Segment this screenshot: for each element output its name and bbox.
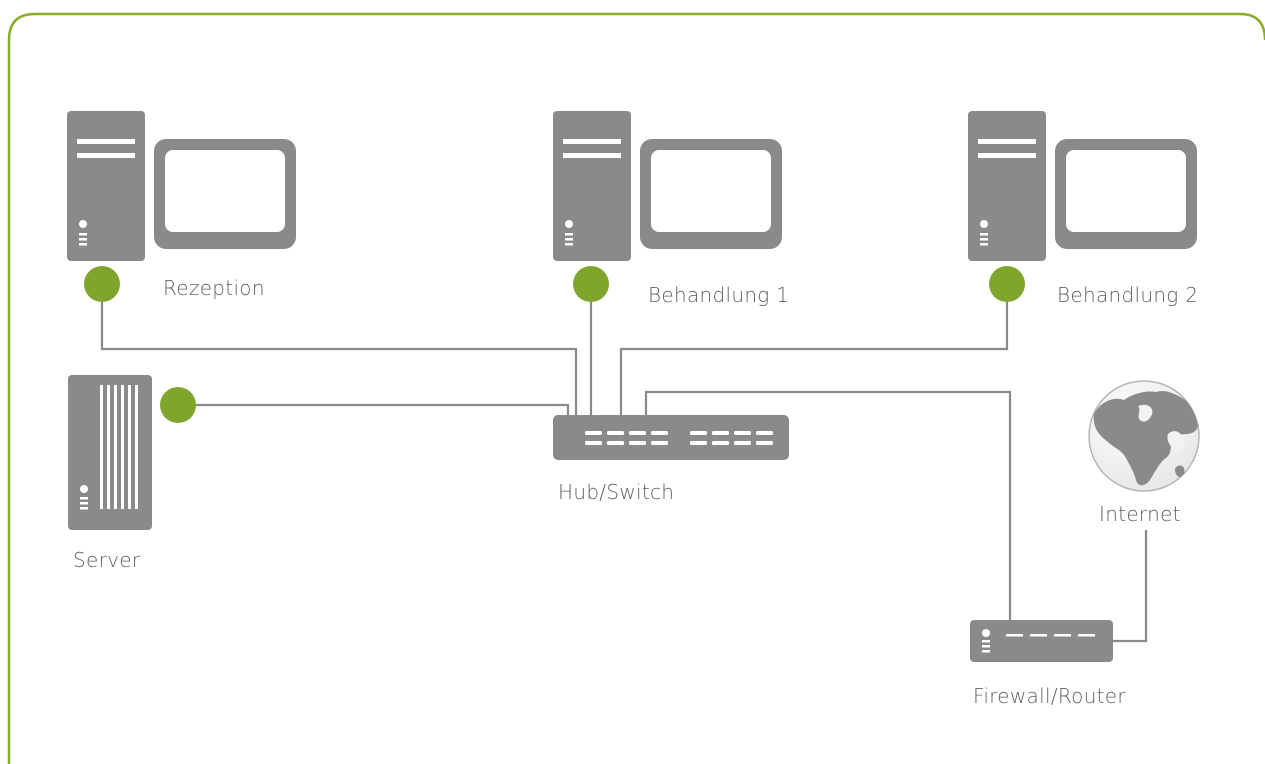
workstation-behandlung-2 [968,111,1197,302]
cable-server [180,403,570,415]
globe-icon [1088,380,1200,492]
cable-behandlung-2 [619,288,1009,415]
tower-pc-icon [67,111,145,261]
workstation-behandlung-1 [553,111,782,302]
label-hub-switch: Hub/Switch [558,480,675,504]
monitor-icon [1055,139,1197,249]
workstation-rezeption [67,111,296,302]
network-switch-icon [553,415,789,460]
server-rack-icon [68,375,152,530]
cable-rezeption [100,288,578,415]
cable-internet [1113,530,1148,643]
network-port-dot-icon [989,266,1025,302]
network-port-dot-icon [84,266,120,302]
tower-pc-icon [553,111,631,261]
monitor-icon [640,139,782,249]
label-server: Server [73,548,141,572]
network-port-dot-icon [160,387,196,423]
network-port-dot-icon [573,266,609,302]
label-behandlung-1: Behandlung 1 [648,283,790,307]
monitor-icon [154,139,296,249]
label-internet: Internet [1099,502,1181,526]
cables [100,287,1148,643]
label-behandlung-2: Behandlung 2 [1057,283,1199,307]
cable-router [644,390,1012,620]
label-rezeption: Rezeption [163,276,265,300]
tower-pc-icon [968,111,1046,261]
router-icon [970,620,1113,662]
server-node [68,375,196,530]
label-firewall-router: Firewall/Router [973,684,1126,708]
diagram-frame [7,12,1265,764]
